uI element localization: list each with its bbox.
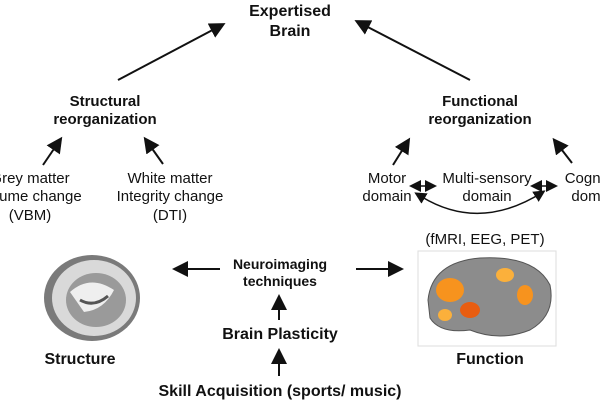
structural-line-2: reorganization bbox=[53, 111, 157, 129]
arrow-structural-to-brain bbox=[117, 23, 226, 81]
structural-line-1: Structural bbox=[69, 93, 141, 110]
skill-acquisition-label: Skill Acquisition (sports/ music) bbox=[158, 383, 402, 400]
grey-matter-label: Grey matter Volume change (VBM) bbox=[0, 170, 90, 225]
functional-line-1: Functional bbox=[442, 93, 518, 110]
motor-line-2: domain bbox=[362, 188, 412, 206]
cognitive-line-2: domain bbox=[571, 188, 600, 206]
function-brain-image bbox=[417, 250, 557, 347]
functional-line-2: reorganization bbox=[428, 111, 532, 129]
structure-label: Structure bbox=[44, 351, 116, 368]
functional-reorganization: Functional reorganization bbox=[405, 93, 555, 130]
white-matter-label: White matter Integrity change (DTI) bbox=[110, 170, 230, 225]
arrow-motor-to-functional bbox=[392, 137, 411, 166]
arrow-motor-cognitive-curve bbox=[414, 190, 546, 214]
white-line-1: White matter bbox=[127, 170, 213, 187]
neuroimaging-line-1: Neuroimaging bbox=[232, 256, 328, 272]
white-line-3: (DTI) bbox=[152, 206, 188, 224]
structure-brain-image bbox=[44, 255, 140, 341]
title-line-1: Expertised bbox=[249, 3, 331, 20]
grey-line-3: (VBM) bbox=[8, 206, 52, 224]
brain-plasticity-label: Brain Plasticity bbox=[222, 326, 338, 343]
motor-line-1: Motor bbox=[367, 170, 407, 187]
cognitive-line-1: Cognitive bbox=[564, 170, 600, 187]
white-line-2: Integrity change bbox=[116, 188, 224, 206]
arrow-functional-to-brain bbox=[354, 20, 471, 81]
arrow-cognitive-to-functional bbox=[552, 137, 573, 164]
multisensory-line-2: domain bbox=[462, 188, 512, 206]
function-label: Function bbox=[456, 351, 524, 368]
functional-methods-label: (fMRI, EEG, PET) bbox=[425, 231, 545, 248]
neuroimaging-line-2: techniques bbox=[243, 273, 317, 290]
motor-domain-label: Motor domain bbox=[352, 170, 422, 207]
structural-reorganization: Structural reorganization bbox=[30, 93, 180, 130]
expertised-brain-title: Expertised Brain bbox=[210, 2, 370, 41]
grey-line-2: Volume change bbox=[0, 188, 82, 206]
arrow-white-to-structural bbox=[143, 136, 164, 165]
multisensory-line-1: Multi-sensory bbox=[442, 170, 532, 187]
title-line-2: Brain bbox=[269, 22, 311, 40]
neuroimaging-techniques: Neuroimaging techniques bbox=[215, 256, 345, 290]
grey-line-1: Grey matter bbox=[0, 170, 70, 187]
multisensory-domain-label: Multi-sensory domain bbox=[434, 170, 540, 207]
cognitive-domain-label: Cognitive domain bbox=[556, 170, 600, 207]
arrow-grey-to-structural bbox=[42, 136, 63, 166]
